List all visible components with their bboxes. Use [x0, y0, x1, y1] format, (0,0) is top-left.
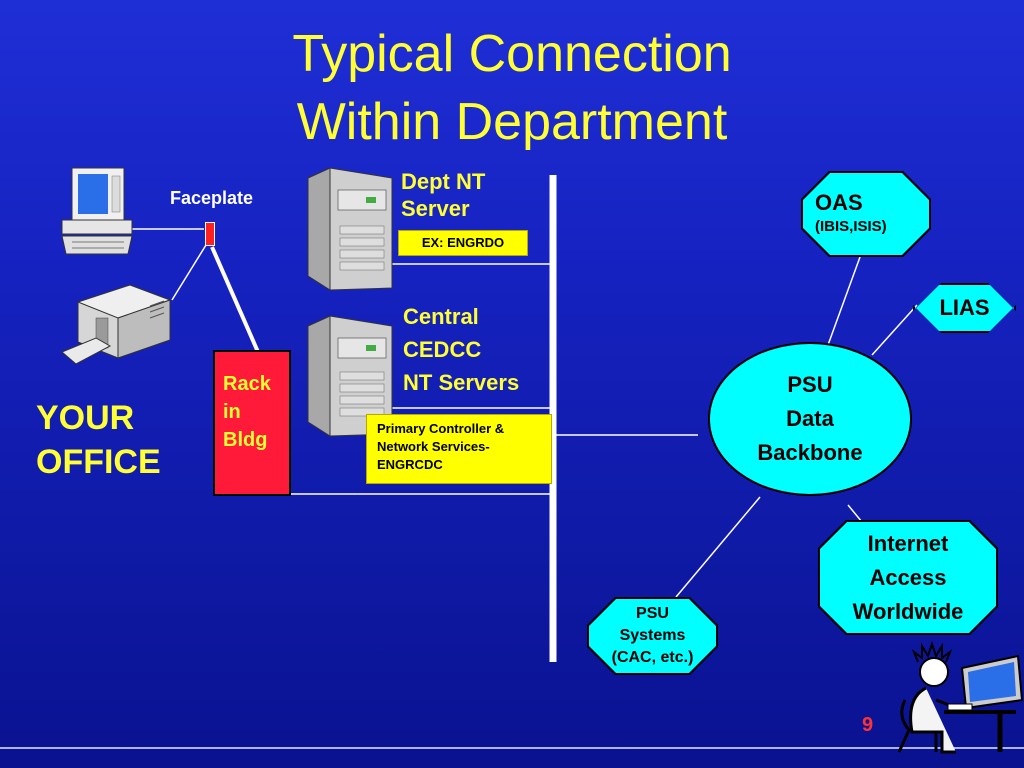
oas-name: OAS: [815, 190, 863, 215]
backbone-to-oas-link: [827, 256, 861, 346]
primary-controller-line-1: Primary Controller &: [377, 421, 505, 436]
backbone-line-1: PSU: [787, 372, 833, 397]
lias-label: LIAS: [915, 285, 1014, 331]
internet-line-2: Access: [869, 564, 947, 590]
central-servers-line-1: Central: [403, 304, 479, 329]
page-number: 9: [862, 714, 874, 736]
faceplate-to-rack-link: [210, 246, 260, 353]
dept-server-tag: EX: ENGRDO: [398, 230, 528, 256]
psu-systems-line-3: (CAC, etc.): [611, 649, 694, 666]
internet-line-3: Worldwide: [852, 598, 964, 624]
dept-server-label: Dept NT Server: [401, 168, 485, 222]
rack-line-1: Rack: [223, 373, 271, 395]
backbone-to-lias-link: [871, 304, 918, 356]
psu-systems-node: PSU Systems (CAC, etc.): [587, 597, 718, 675]
printer-to-faceplate-link: [171, 244, 207, 301]
rack-line-3: Bldg: [223, 429, 268, 451]
primary-controller-line-3: ENGRCDC: [377, 457, 443, 472]
your-office-line-1: YOUR: [36, 399, 135, 437]
slide-title-line-1: Typical Connection: [292, 25, 732, 83]
backbone-line-3: Backbone: [757, 440, 863, 465]
backbone-line-2: Data: [786, 406, 834, 431]
backbone-to-internet-link: [847, 504, 863, 523]
oas-sub: (IBIS,ISIS): [815, 218, 887, 235]
faceplate-jack: [205, 222, 215, 246]
slide-title-line-2: Within Department: [296, 93, 728, 151]
rack-in-building: Rack in Bldg: [213, 350, 291, 496]
dept-server-line-2: Server: [401, 196, 470, 221]
oas-node: OAS (IBIS,ISIS): [801, 171, 931, 257]
primary-controller-box: Primary Controller & Network Services- E…: [366, 414, 552, 484]
rack-line-2: in: [223, 401, 241, 423]
internet-access-node: Internet Access Worldwide: [818, 520, 998, 635]
central-servers-line-2: CEDCC: [403, 337, 482, 362]
psu-data-backbone: PSU Data Backbone: [708, 342, 912, 496]
central-servers-label: Central CEDCC NT Servers: [403, 300, 519, 399]
psu-systems-line-2: Systems: [619, 627, 686, 644]
psu-systems-line-1: PSU: [636, 605, 669, 622]
primary-controller-line-2: Network Services-: [377, 439, 490, 454]
your-office-line-2: OFFICE: [36, 443, 161, 481]
internet-line-1: Internet: [867, 530, 949, 556]
backbone-to-psu-systems-link: [675, 496, 761, 598]
central-servers-line-3: NT Servers: [403, 370, 520, 395]
dept-server-line-1: Dept NT: [401, 169, 486, 194]
your-office-label: YOUR OFFICE: [36, 396, 161, 484]
faceplate-label: Faceplate: [170, 188, 254, 208]
